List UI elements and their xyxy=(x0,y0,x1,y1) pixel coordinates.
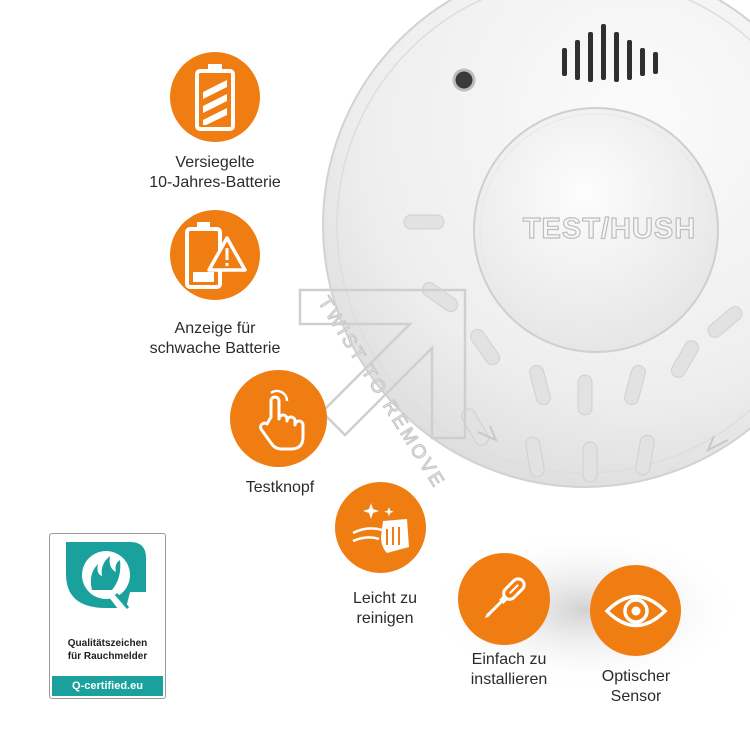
feature-caption-line2: Sensor xyxy=(610,688,662,705)
eye-icon xyxy=(604,594,667,627)
q-certified-seal: Qualitätszeichen für Rauchmelder Q-certi… xyxy=(49,533,166,699)
screwdriver-icon xyxy=(484,577,526,619)
feature-badge xyxy=(170,210,260,300)
seal-line2: für Rauchmelder xyxy=(67,651,148,662)
feature-badge xyxy=(458,553,550,645)
feature-caption-line1: Leicht zu xyxy=(352,590,418,607)
seal-line1: Qualitätszeichen xyxy=(67,638,148,649)
seal-url-bar: Q-certified.eu xyxy=(52,676,163,696)
seal-url: Q-certified.eu xyxy=(72,680,143,692)
feature-caption-line2: reinigen xyxy=(356,610,414,627)
cleaning-cloth-icon xyxy=(351,502,409,553)
feature-caption: Anzeige für schwache Batterie xyxy=(120,319,310,359)
feature-caption: Optischer Sensor xyxy=(541,667,731,707)
feature-caption: Einfach zu installieren xyxy=(414,650,604,690)
test-hush-label: TEST/HUSH xyxy=(522,212,697,245)
finger-press-icon xyxy=(258,389,304,450)
feature-caption-line2: 10-Jahres-Batterie xyxy=(149,174,281,191)
feature-caption-line1: Anzeige für xyxy=(174,320,256,337)
feature-badge xyxy=(230,370,327,467)
feature-caption-line1: Testknopf xyxy=(245,479,315,496)
feature-caption: Versiegelte 10-Jahres-Batterie xyxy=(120,153,310,193)
low-battery-warning-icon xyxy=(185,222,247,289)
feature-caption-line2: schwache Batterie xyxy=(149,340,281,357)
feature-caption-line2: installieren xyxy=(470,671,548,688)
feature-badge xyxy=(170,52,260,142)
battery-icon xyxy=(195,64,235,131)
feature-caption-line1: Einfach zu xyxy=(471,651,547,668)
feature-caption: Leicht zu reinigen xyxy=(290,589,480,629)
feature-caption-line1: Optischer xyxy=(601,668,671,685)
feature-caption: Testknopf xyxy=(185,478,375,498)
feature-badge xyxy=(335,482,426,573)
feature-caption-line1: Versiegelte xyxy=(175,154,255,171)
q-logo-icon xyxy=(66,542,146,614)
feature-badge xyxy=(590,565,681,656)
